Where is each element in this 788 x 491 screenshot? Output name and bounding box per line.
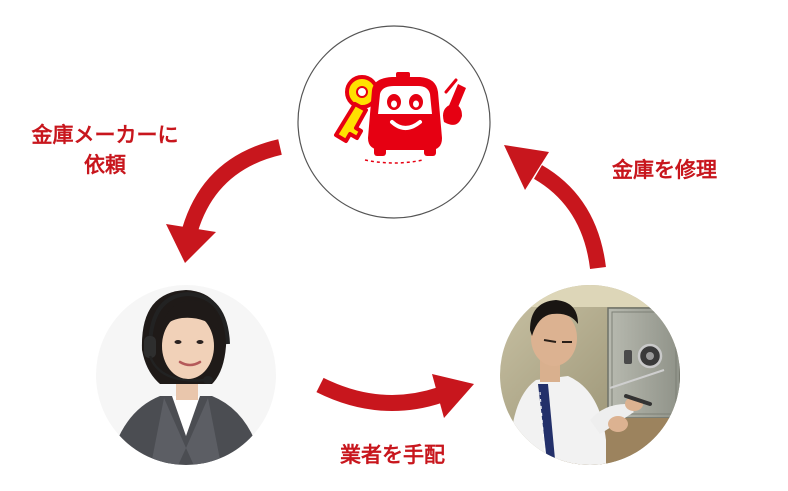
company-node: [297, 25, 491, 219]
arrow-dispatch: [316, 374, 474, 418]
tools-icon: [443, 78, 466, 125]
step-label-request-line1: 金庫メーカーに: [31, 123, 179, 147]
step-label-request-line2: 依頼: [84, 153, 126, 177]
operator-photo: [96, 285, 276, 465]
step-label-repair: 金庫を修理: [612, 158, 717, 182]
step-label-dispatch: 業者を手配: [340, 443, 445, 467]
arrow-repair: [504, 145, 606, 270]
car-mascot-icon: [368, 72, 442, 156]
technician-node: [500, 285, 680, 465]
step-label-request: 金庫メーカーに 依頼: [14, 120, 196, 180]
technician-photo: [500, 285, 680, 465]
operator-node: [96, 285, 276, 465]
key-car-mascot-logo-icon: [334, 72, 466, 164]
arrow-request: [166, 139, 282, 263]
